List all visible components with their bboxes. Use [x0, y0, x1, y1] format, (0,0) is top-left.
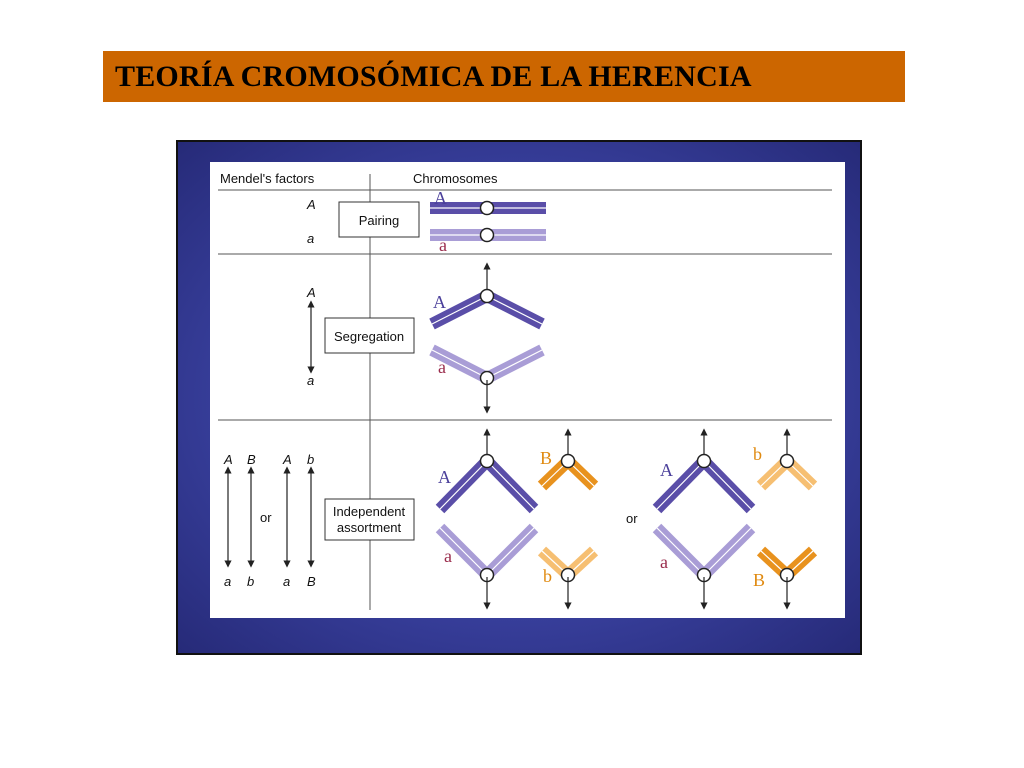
centromere — [696, 453, 712, 469]
figure-panel: Mendel's factors Chromosomes A a Pairing… — [210, 162, 845, 618]
assortment-box — [324, 498, 415, 541]
segregation-chromosome-top — [429, 288, 545, 330]
set1-chromosome-purple-bottom — [435, 523, 539, 583]
assort-col1-top: A — [223, 452, 233, 467]
centromere — [779, 453, 795, 469]
set1-label-B: B — [540, 448, 552, 468]
assort-col4-top: b — [307, 452, 314, 467]
set2-label-b: b — [753, 444, 762, 464]
set2-chromosome-orange-bottom — [756, 546, 818, 583]
segregation-row: A a Segregation A — [306, 262, 545, 414]
assort-col2-top: B — [247, 452, 256, 467]
set2-label-A: A — [660, 460, 673, 480]
set1-chromosome-orange-top — [537, 453, 599, 491]
assort-or-left: or — [260, 510, 272, 525]
pairing-chrom-label-A: A — [434, 188, 447, 208]
pairing-factor-bottom: a — [307, 231, 314, 246]
assort-col1-bottom: a — [224, 574, 231, 589]
set1-label-A: A — [438, 467, 451, 487]
pairing-chromosome-bottom — [430, 227, 546, 243]
slide-title: TEORÍA CROMOSÓMICA DE LA HERENCIA — [115, 60, 752, 93]
set1-chromosome-orange-bottom — [537, 546, 599, 583]
assort-col3-bottom: a — [283, 574, 290, 589]
segregation-chromosome-bottom — [429, 344, 545, 386]
centromere — [479, 227, 495, 243]
title-bar: TEORÍA CROMOSÓMICA DE LA HERENCIA — [103, 51, 905, 102]
assort-col4-bottom: B — [307, 574, 316, 589]
pairing-factor-top: A — [306, 197, 316, 212]
segregation-box — [324, 317, 415, 354]
segregation-chrom-label-a: a — [438, 357, 446, 377]
centromere — [479, 288, 495, 304]
assort-col3-top: A — [282, 452, 292, 467]
set1-label-a: a — [444, 546, 452, 566]
assort-or-right: or — [626, 511, 638, 526]
grid-lines — [218, 174, 832, 610]
inheritance-diagram: Mendel's factors Chromosomes A a Pairing… — [218, 171, 832, 610]
centromere — [560, 453, 576, 469]
segregation-chrom-label-A: A — [433, 292, 446, 312]
assortment-label-line2: assortment — [337, 520, 402, 535]
pairing-box — [338, 201, 420, 238]
assortment-row: A B A b or a b a B Independent assortmen… — [223, 428, 818, 610]
set1-chromosome-purple-top — [435, 453, 539, 514]
set2-label-a: a — [660, 552, 668, 572]
pairing-chrom-label-a: a — [439, 235, 447, 255]
pairing-row: A a Pairing A a — [306, 188, 546, 255]
header-mendels-factors: Mendel's factors — [220, 171, 315, 186]
segregation-factor-bottom: a — [307, 373, 314, 388]
set2-chromosome-purple-bottom — [652, 523, 756, 583]
set2-label-B: B — [753, 570, 765, 590]
header-chromosomes: Chromosomes — [413, 171, 498, 186]
segregation-label: Segregation — [334, 329, 404, 344]
set1-label-b: b — [543, 566, 552, 586]
assortment-label-line1: Independent — [333, 504, 406, 519]
set2-chromosome-orange-top — [756, 453, 818, 491]
set2-chromosome-purple-top — [652, 453, 756, 514]
pairing-chromosome-top — [430, 200, 546, 216]
assort-col2-bottom: b — [247, 574, 254, 589]
pairing-label: Pairing — [359, 213, 399, 228]
centromere — [479, 453, 495, 469]
segregation-factor-top: A — [306, 285, 316, 300]
centromere — [479, 200, 495, 216]
